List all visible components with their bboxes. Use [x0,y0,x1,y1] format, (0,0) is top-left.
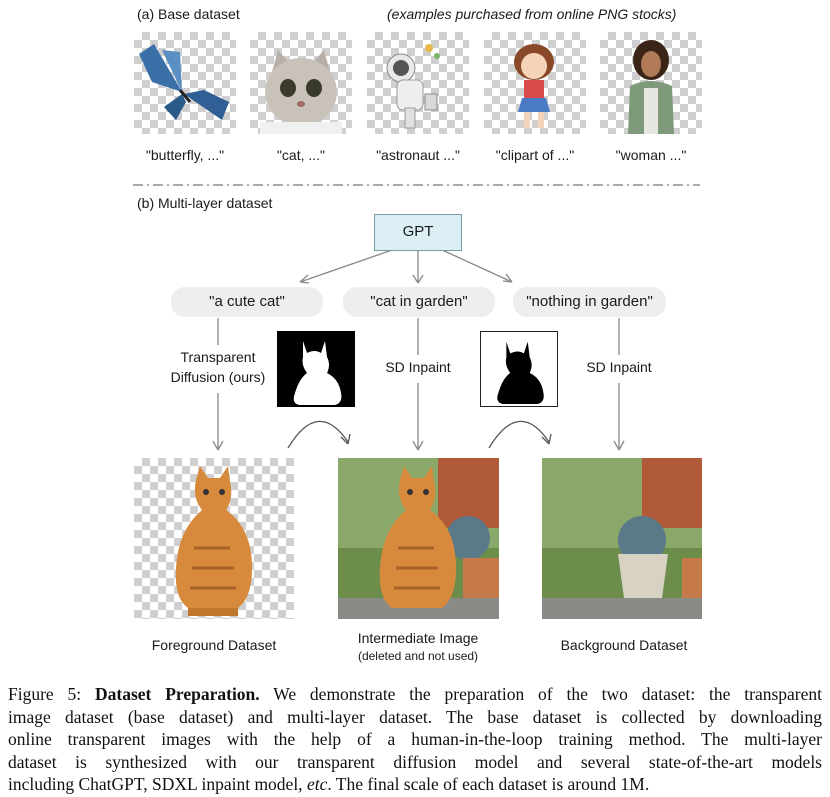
caption-text: image dataset (base dataset) and multi-l… [8,706,822,727]
example-caption: "butterfly, ..." [145,147,225,163]
figure-label: Figure 5: [8,684,82,704]
gpt-box: GPT [374,214,462,251]
caption-text: including ChatGPT, SDXL inpaint model, [8,774,303,794]
caption-text-italic: etc [306,774,328,794]
figure-caption: Figure 5: Dataset Preparation. We demons… [8,683,822,796]
astronaut-image [367,32,469,134]
cat-mask-white [277,331,355,407]
step-sd-inpaint: SD Inpaint [385,359,451,375]
background-label: Background Dataset [560,637,688,653]
figure-title: Dataset Preparation. [95,684,260,704]
kitten-image [250,32,352,134]
background-image [542,458,702,619]
section-a-note: (examples purchased from online PNG stoc… [387,6,677,22]
example-caption: "clipart of ..." [495,147,575,163]
foreground-image [134,458,294,619]
caption-text: online transparent images with the help … [8,729,822,749]
step-sd-inpaint: SD Inpaint [586,359,652,375]
prompt-pill: "a cute cat" [171,287,323,317]
step-transparent-diffusion: Transparent Diffusion (ours) [148,347,288,387]
foreground-label: Foreground Dataset [151,637,277,653]
clipart-girl-image [484,32,586,134]
step-label: Diffusion (ours) [170,369,266,385]
prompt-pill: "nothing in garden" [513,287,666,317]
intermediate-note: (deleted and not used) [357,649,479,663]
caption-text: dataset is synthesized with our transpar… [8,751,822,772]
butterfly-image [134,32,236,134]
example-caption: "cat, ..." [276,147,326,163]
caption-text: We demonstrate the preparation of the tw… [273,684,823,704]
example-caption: "woman ..." [615,147,687,163]
section-b-title: (b) Multi-layer dataset [137,195,273,211]
woman-image [600,32,702,134]
cat-mask-black [480,331,558,407]
caption-text: . The final scale of each dataset is aro… [327,774,650,794]
example-caption: "astronaut ..." [376,147,460,163]
intermediate-image [338,458,499,619]
prompt-pill: "cat in garden" [343,287,495,317]
section-a-title: (a) Base dataset [137,6,240,22]
step-label: Transparent [180,349,256,365]
intermediate-label: Intermediate Image [357,630,479,646]
